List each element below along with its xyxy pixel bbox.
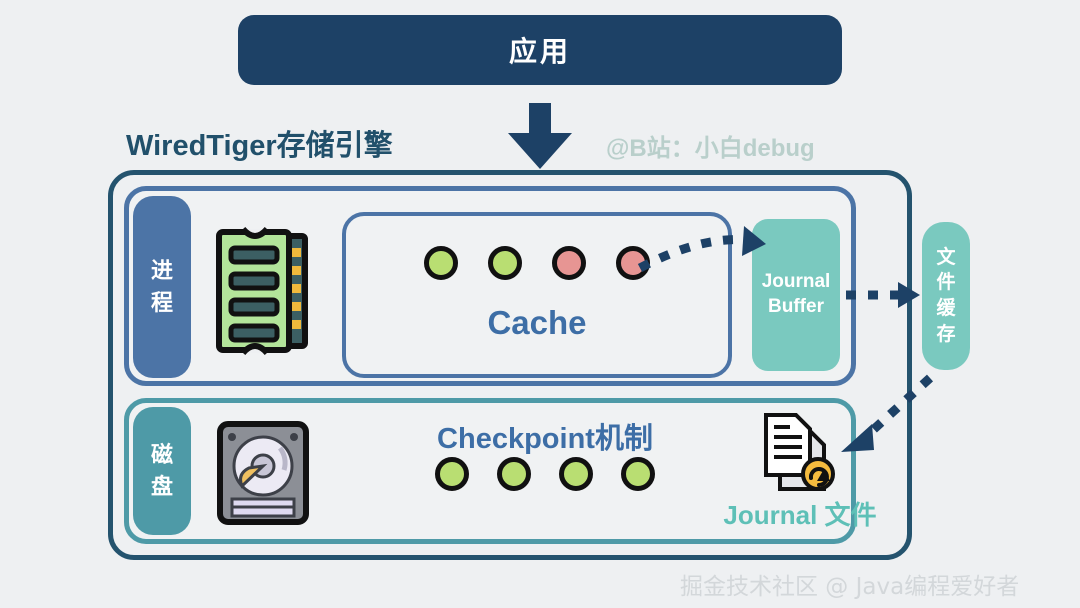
disk-label-pill: 磁 盘 [133, 407, 191, 535]
cache-dot-4 [616, 246, 650, 280]
page-title: WiredTiger存储引擎 [126, 130, 393, 162]
cache-page-dots [346, 246, 728, 280]
cache-dot-2 [488, 246, 522, 280]
file-cache-char-4: 存 [936, 323, 956, 345]
checkpoint-dot-2 [497, 457, 531, 491]
author-credit: @B站：小白debug [606, 135, 815, 162]
wiredtiger-engine-container [108, 170, 912, 560]
document-sync-icon [756, 411, 848, 493]
journal-buffer-label-line2: Buffer [768, 296, 824, 317]
checkpoint-label: Checkpoint机制 [437, 423, 653, 455]
process-label-char-1: 进 [150, 258, 173, 284]
application-label: 应用 [508, 36, 571, 67]
ram-memory-icon [215, 226, 313, 356]
file-cache-char-1: 文 [936, 246, 956, 268]
cache-box: Cache [342, 212, 732, 378]
file-cache-char-2: 件 [936, 272, 956, 294]
disk-label-char-2: 盘 [150, 474, 173, 499]
journal-file-label: Journal 文件 [723, 500, 877, 530]
application-box: 应用 [238, 15, 842, 85]
hard-disk-icon [216, 420, 310, 526]
disk-label-char-1: 磁 [150, 442, 173, 468]
process-label-char-2: 程 [150, 290, 173, 315]
file-cache-char-3: 缓 [936, 298, 956, 319]
application-to-engine-arrow [502, 103, 578, 171]
process-label-pill: 进 程 [133, 196, 191, 378]
cache-dot-1 [424, 246, 458, 280]
cache-label: Cache [487, 304, 587, 341]
file-cache-box: 文 件 缓 存 [922, 222, 970, 370]
checkpoint-dot-4 [621, 457, 655, 491]
checkpoint-dot-1 [435, 457, 469, 491]
watermark: 掘金技术社区 @ Java编程爱好者 [680, 574, 1020, 600]
checkpoint-page-dots [400, 457, 690, 491]
journal-buffer-box: Journal Buffer [752, 219, 840, 371]
cache-dot-3 [552, 246, 586, 280]
journal-buffer-label-line1: Journal [761, 271, 831, 293]
checkpoint-dot-3 [559, 457, 593, 491]
